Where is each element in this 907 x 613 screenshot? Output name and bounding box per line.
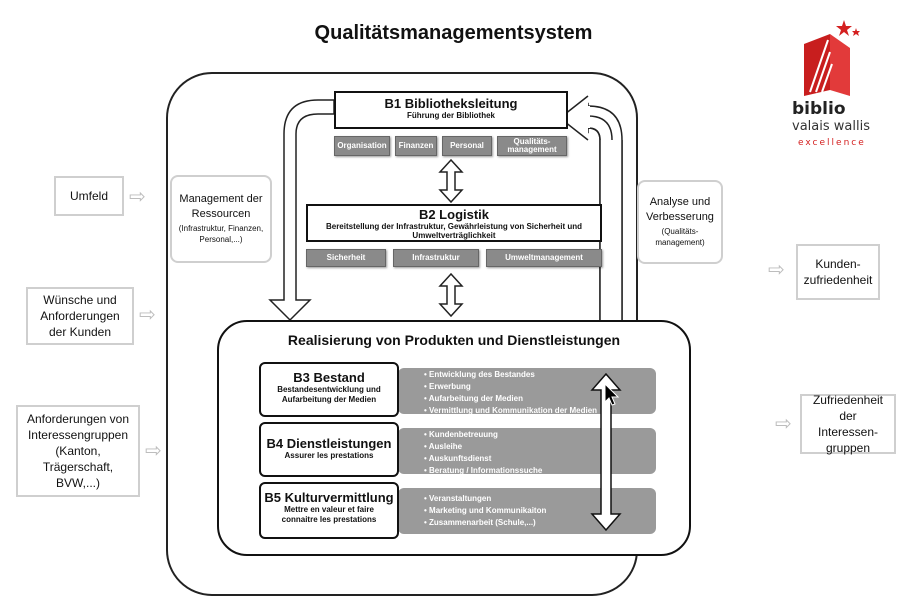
b5-item: • Zusammenarbeit (Schule,...): [424, 518, 536, 527]
cursor-icon: [604, 383, 620, 406]
b3-band: [398, 368, 656, 414]
b5-subtitle: Mettre en valeur et faire connaitre les …: [281, 505, 377, 524]
analyse-title: Analyse und Verbesserung: [646, 196, 714, 224]
arrow-right-icon: ⇨: [775, 413, 792, 435]
b1-b2-double-arrow: [438, 158, 464, 204]
b2-chip-sicherheit: Sicherheit: [306, 249, 386, 267]
realisation-vertical-double-arrow: [590, 372, 622, 532]
b1-subtitle: Führung der Bibliothek: [407, 111, 495, 120]
b3-title: B3 Bestand: [293, 370, 365, 385]
b5-box: B5 Kulturvermittlung Mettre en valeur et…: [259, 482, 399, 539]
down-flow-arrow: [268, 99, 335, 322]
b4-subtitle: Assurer les prestations: [284, 451, 374, 460]
b1-chip-finanzen: Finanzen: [395, 136, 437, 156]
logo-biblio: biblio: [792, 99, 846, 119]
b3-item: • Vermittlung und Kommunikation der Medi…: [424, 406, 598, 415]
logo-excellence: excellence: [798, 138, 866, 148]
b4-band: [398, 428, 656, 474]
b3-subtitle: Bestandesentwicklung und Aufarbeitung de…: [277, 385, 381, 404]
b2-title: B2 Logistik: [418, 207, 490, 222]
management-title: Management der Ressourcen: [179, 193, 263, 221]
b2-chip-infrastruktur: Infrastruktur: [393, 249, 479, 267]
arrow-right-icon: ⇨: [768, 259, 785, 281]
output-kundenzufriedenheit: Kunden-zufriedenheit: [796, 244, 880, 300]
input-umfeld: Umfeld: [54, 176, 124, 216]
arrow-right-icon: ⇨: [129, 186, 146, 208]
b4-item: • Auskunftsdienst: [424, 454, 492, 463]
b1-title: B1 Bibliotheksleitung: [384, 96, 518, 111]
b5-band: [398, 488, 656, 534]
b2-subtitle: Bereitstellung der Infrastruktur, Gewähr…: [325, 222, 583, 241]
b2-realisation-double-arrow: [438, 272, 464, 318]
b5-item: • Marketing und Kommunikaiton: [424, 506, 547, 515]
management-ressourcen-box: Management der Ressourcen (Infrastruktur…: [170, 175, 272, 263]
b1-chip-qualitaetsmanagement: Qualitäts- management: [497, 136, 567, 156]
b3-item: • Aufarbeitung der Medien: [424, 394, 523, 403]
b3-items: • Entwicklung des Bestandes • Erwerbung …: [424, 369, 624, 417]
b1-box: B1 Bibliotheksleitung Führung der Biblio…: [334, 91, 568, 129]
analyse-verbesserung-box: Analyse und Verbesserung (Qualitäts-mana…: [637, 180, 723, 264]
biblio-logo-mark: [804, 20, 860, 96]
b5-title: B5 Kulturvermittlung: [264, 490, 394, 505]
output-interessengruppen: Zufriedenheit der Interessen-gruppen: [800, 393, 896, 455]
input-interessengruppen: Anforderungen von Interessengruppen (Kan…: [16, 405, 140, 497]
analyse-detail: (Qualitäts-management): [655, 227, 705, 247]
logo-valais-wallis: valais wallis: [792, 119, 870, 134]
b4-item: • Beratung / Informationssuche: [424, 466, 543, 475]
diagram-title: Qualitätsmanagementsystem: [314, 22, 593, 44]
b4-item: • Ausleihe: [424, 442, 463, 451]
arrow-right-icon: ⇨: [145, 440, 162, 462]
b4-box: B4 Dienstleistungen Assurer les prestati…: [259, 422, 399, 477]
management-detail: (Infrastruktur, Finanzen, Personal,...): [178, 224, 264, 244]
b4-item: • Kundenbetreuung: [424, 430, 498, 439]
b5-items: • Veranstaltungen • Marketing und Kommun…: [424, 493, 624, 529]
b4-items: • Kundenbetreuung • Ausleihe • Auskunfts…: [424, 429, 624, 477]
b4-title: B4 Dienstleistungen: [266, 436, 392, 451]
b2-box: B2 Logistik Bereitstellung der Infrastru…: [306, 204, 602, 242]
b2-chip-umweltmanagement: Umweltmanagement: [486, 249, 602, 267]
b5-item: • Veranstaltungen: [424, 494, 492, 503]
b3-item: • Entwicklung des Bestandes: [424, 370, 535, 379]
b1-chip-personal: Personal: [442, 136, 492, 156]
b1-chip-organisation: Organisation: [334, 136, 390, 156]
realisierung-title: Realisierung von Produkten und Dienstlei…: [287, 332, 621, 348]
arrow-right-icon: ⇨: [139, 304, 156, 326]
input-kunden: Wünsche und Anforderungen der Kunden: [26, 287, 134, 345]
b3-box: B3 Bestand Bestandesentwicklung und Aufa…: [259, 362, 399, 417]
b3-item: • Erwerbung: [424, 382, 471, 391]
